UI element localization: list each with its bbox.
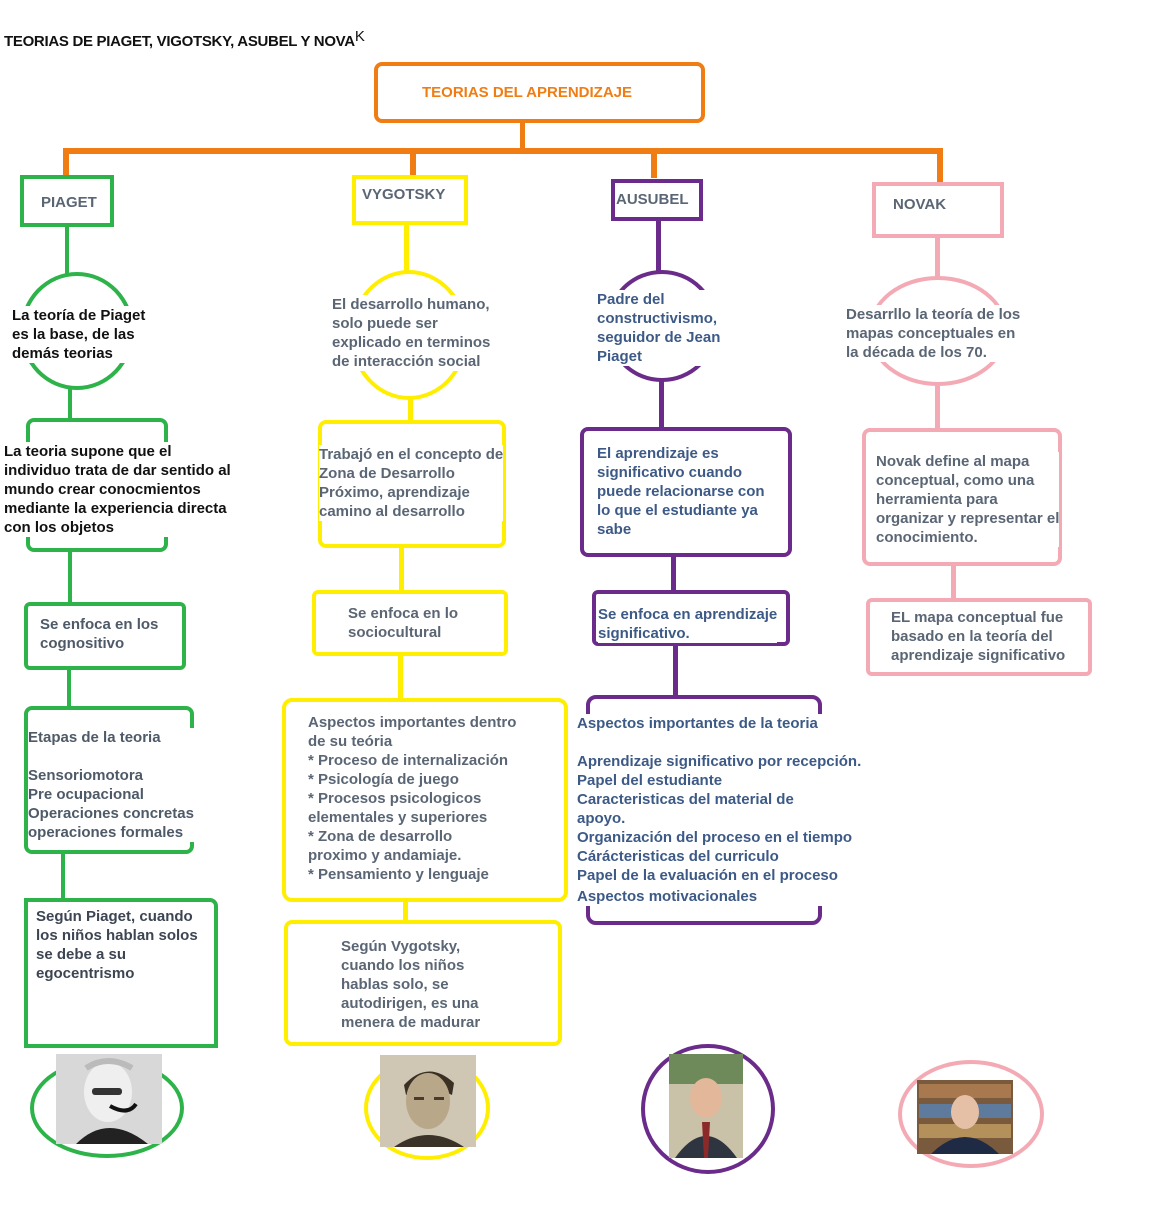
ausubel-intro: Padre del constructivismo, seguidor de J… (597, 290, 721, 366)
vygotsky-aspect-item: * Psicología de juego (308, 771, 459, 788)
root-node (374, 62, 705, 123)
piaget-focus-box (24, 602, 186, 670)
novak-focus: EL mapa conceptual fue basado en la teor… (891, 609, 1066, 664)
ausubel-connector-4 (673, 644, 678, 698)
ausubel-aspect-item: Organización del proceso en el tiempo (577, 829, 853, 846)
piaget-connector-2 (68, 388, 72, 420)
ausubel-connector-3 (671, 555, 676, 593)
ausubel-portrait-icon (669, 1054, 743, 1158)
novak-intro: Desarrllo la teoría de los mapas concept… (846, 305, 1021, 362)
piaget-note-box (24, 898, 218, 1048)
vygotsky-aspect-item: * Proceso de internalización (308, 752, 509, 769)
vygotsky-aspects-title: Aspectos importantes dentro de su teória (308, 714, 517, 750)
branch-drop-piaget (63, 148, 69, 176)
vygotsky-connector-1 (404, 224, 409, 274)
page-title-tail: K (354, 28, 365, 45)
novak-theory: Novak define al mapa conceptual, como un… (876, 452, 1060, 547)
vygotsky-note: Según Vygotsky, cuando los niños hablas … (341, 938, 481, 1031)
ausubel-title-box (611, 179, 703, 221)
root-label: TEORIAS DEL APRENDIZAJE (422, 84, 633, 101)
piaget-theory: La teoria supone que el individuo trata … (4, 442, 254, 537)
vygotsky-aspect-item: * Zona de desarrollo proximo y andamiaje… (308, 828, 462, 864)
piaget-portrait-icon (56, 1054, 162, 1144)
ausubel-title: AUSUBEL (616, 191, 689, 208)
vygotsky-connector-5 (403, 900, 408, 924)
piaget-connector-4 (67, 668, 71, 708)
piaget-intro: La teoría de Piaget es la base, de las d… (12, 306, 148, 363)
piaget-title-box (20, 175, 114, 227)
novak-connector-2 (935, 384, 940, 430)
ausubel-connector-1 (656, 220, 661, 274)
ausubel-aspect-item: Cárácteristicas del curriculo (577, 848, 779, 865)
page-title-main: TEORIAS DE PIAGET, VIGOTSKY, ASUBEL Y NO… (4, 33, 355, 50)
ausubel-theory-box (580, 427, 792, 557)
piaget-portrait-photo (56, 1054, 162, 1144)
root-connector-vertical (520, 122, 525, 150)
vygotsky-aspects: Aspectos importantes dentro de su teória… (308, 713, 543, 884)
ausubel-theory: El aprendizaje es significativo cuando p… (597, 445, 765, 538)
ausubel-aspect-item: Aspectos motivacionales (577, 888, 758, 905)
page-title: TEORIAS DE PIAGET, VIGOTSKY, ASUBEL Y NO… (4, 13, 365, 51)
novak-connector-1 (935, 236, 940, 280)
vygotsky-connector-3 (399, 546, 404, 592)
novak-portrait-icon (917, 1080, 1013, 1154)
novak-title: NOVAK (893, 196, 947, 213)
novak-connector-3 (951, 564, 956, 600)
vygotsky-portrait-icon (380, 1055, 476, 1147)
vygotsky-note-box (284, 920, 562, 1046)
piaget-stages: Etapas de la teoria Sensoriomotora Pre o… (28, 728, 194, 842)
vygotsky-connector-4 (398, 654, 403, 700)
ausubel-aspect-item: Papel de la evaluación en el proceso (577, 867, 838, 884)
vygotsky-theory: Trabajó en el concepto de Zona de Desarr… (319, 445, 504, 521)
ausubel-focus: Se enfoca en aprendizaje significativo. (598, 605, 778, 643)
ausubel-aspects: Aspectos importantes de la teoria Aprend… (577, 714, 887, 906)
ausubel-aspect-item: Aprendizaje significativo por recepción. (577, 753, 862, 770)
vygotsky-aspect-item: * Procesos psicologicos elementales y su… (308, 790, 488, 826)
branch-drop-vygotsky (410, 148, 416, 176)
vygotsky-portrait-photo (380, 1055, 476, 1147)
vygotsky-intro: El desarrollo humano, solo puede ser exp… (332, 295, 491, 371)
vygotsky-title-box (352, 175, 468, 225)
novak-focus-box (866, 598, 1092, 676)
piaget-connector-3 (68, 550, 72, 604)
branch-drop-novak (937, 148, 943, 184)
ausubel-connector-2 (659, 380, 664, 430)
piaget-connector-1 (65, 226, 69, 274)
vygotsky-focus-box (312, 590, 508, 656)
piaget-focus: Se enfoca en los cognositivo (40, 616, 159, 652)
ausubel-aspect-item: Papel del estudiante (577, 772, 723, 789)
ausubel-portrait-photo (669, 1054, 743, 1158)
root-connector-horizontal (63, 148, 943, 154)
piaget-note: Según Piaget, cuando los niños hablan so… (36, 908, 198, 982)
vygotsky-title: VYGOTSKY (362, 186, 446, 203)
vygotsky-connector-2 (408, 398, 413, 422)
novak-portrait-photo (917, 1080, 1013, 1154)
ausubel-aspect-item: Caracteristicas del material de apoyo. (577, 791, 794, 827)
ausubel-aspects-title: Aspectos importantes de la teoria (577, 715, 818, 732)
vygotsky-aspect-item: * Pensamiento y lenguaje (308, 866, 489, 883)
piaget-connector-5 (61, 852, 65, 900)
vygotsky-focus: Se enfoca en lo sociocultural (348, 605, 459, 641)
piaget-title: PIAGET (41, 194, 97, 211)
branch-drop-ausubel (651, 148, 657, 178)
